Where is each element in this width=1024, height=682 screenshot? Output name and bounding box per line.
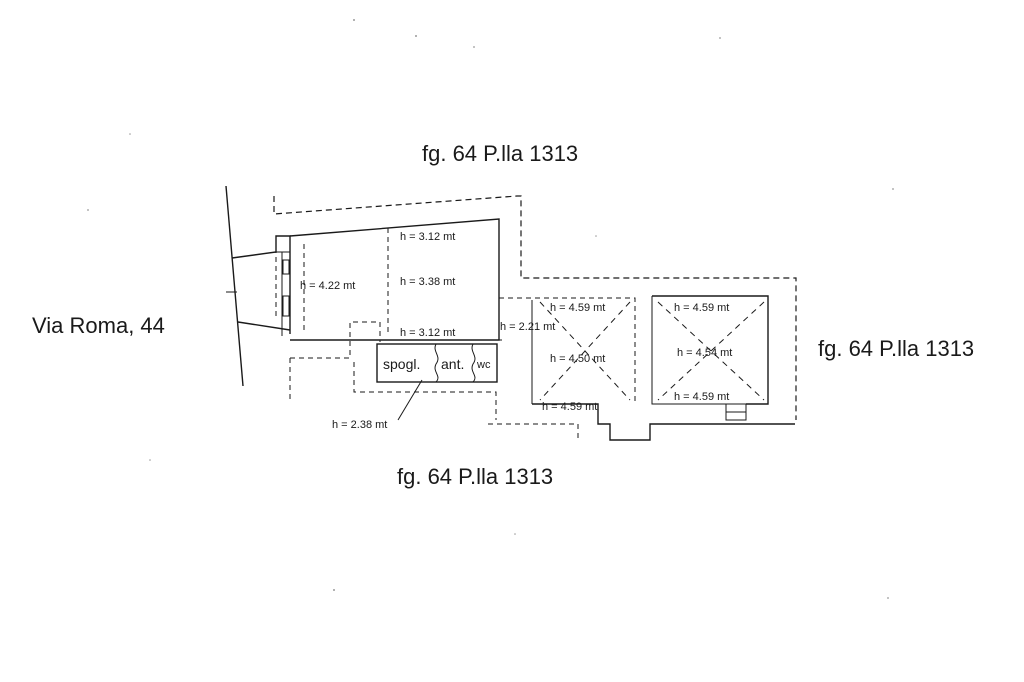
height-main-left: h = 4.22 mt [300, 280, 355, 292]
mid-room [499, 297, 795, 441]
height-right-bottom: h = 4.59 mt [674, 391, 729, 403]
scan-noise [87, 19, 894, 599]
parcel-label-bottom: fg. 64 P.lla 1313 [397, 464, 553, 489]
main-room-walls [289, 218, 502, 341]
height-service: h = 2.38 mt [332, 419, 387, 431]
service-dashed-outline [289, 321, 579, 440]
height-main-top: h = 3.12 mt [400, 231, 455, 243]
street-line [225, 185, 244, 387]
height-right-center: h = 4.54 mt [677, 347, 732, 359]
service-leader-line [397, 379, 423, 421]
parcel-label-right: fg. 64 P.lla 1313 [818, 336, 974, 361]
height-passage: h = 2.21 mt [500, 321, 555, 333]
entrance-wall [231, 235, 291, 336]
parcel-label-top: fg. 64 P.lla 1313 [422, 141, 578, 166]
outer-dashed-boundary [273, 195, 797, 420]
height-mid-top: h = 4.59 mt [550, 302, 605, 314]
street-label: Via Roma, 44 [32, 313, 165, 338]
room-antibagno-label: ant. [441, 356, 464, 372]
height-main-bottom: h = 3.12 mt [400, 327, 455, 339]
service-rooms [376, 343, 498, 383]
room-spogliatoio-label: spogl. [383, 356, 420, 372]
height-mid-center: h = 4.50 mt [550, 353, 605, 365]
height-right-top: h = 4.59 mt [674, 302, 729, 314]
room-wc-label: wc [476, 359, 491, 371]
height-mid-bottom: h = 4.59 mt [542, 401, 597, 413]
right-room [651, 295, 769, 421]
height-main-center: h = 3.38 mt [400, 276, 455, 288]
